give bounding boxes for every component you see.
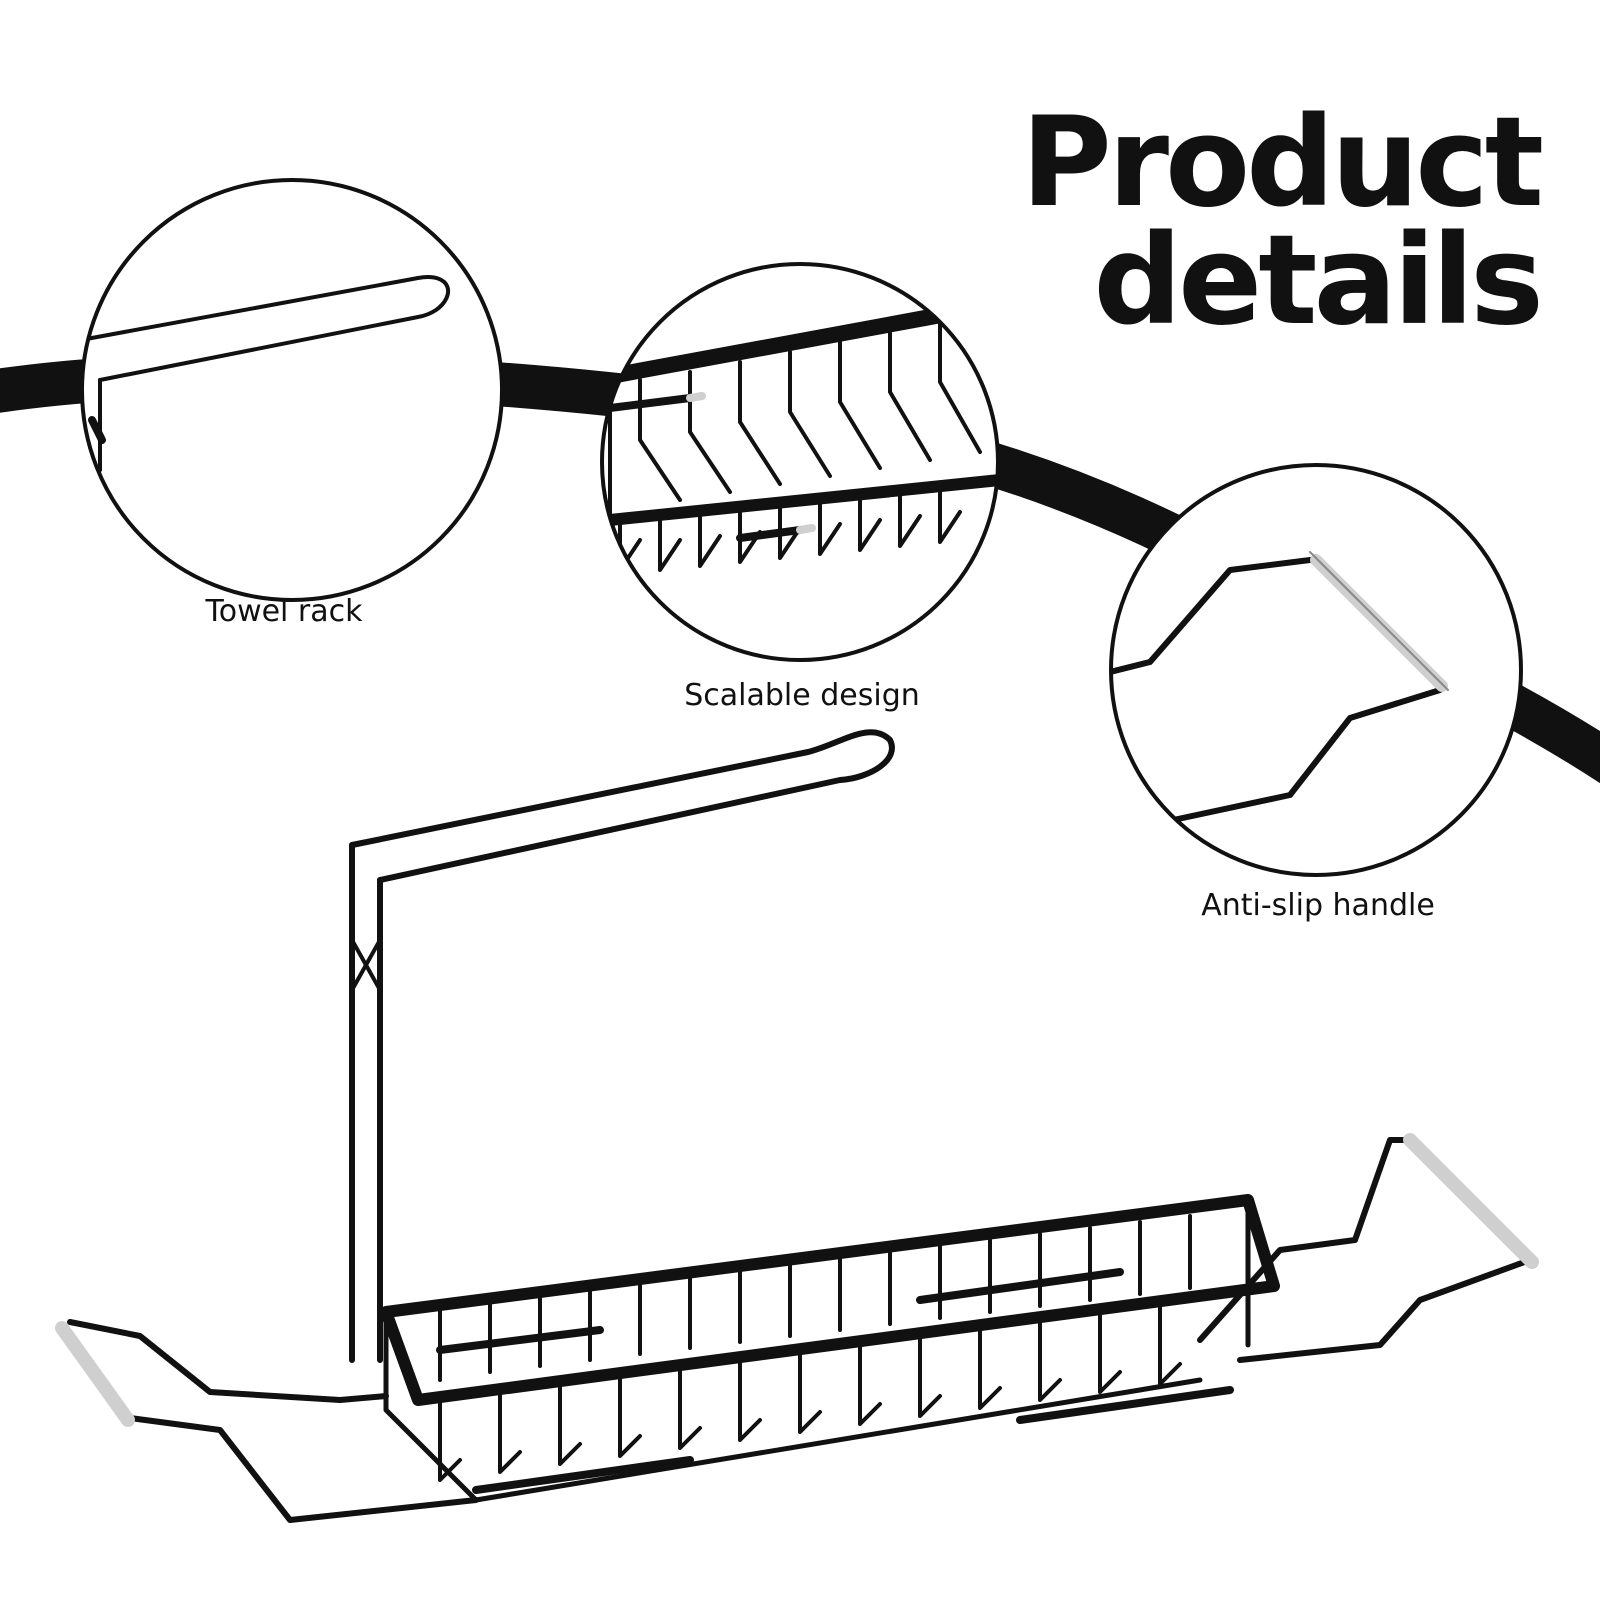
page-title-line-1: Product: [1020, 91, 1544, 236]
callout-anti-slip-handle: [1109, 463, 1523, 877]
scalable-basket-detail-icon: [602, 298, 998, 572]
towel-rack-detail-icon: [82, 275, 451, 382]
page-title-line-2: details: [1093, 208, 1544, 353]
towel-rack-label: Towel rack: [205, 594, 363, 629]
caddy-left-grip: [55, 1321, 135, 1427]
caddy-right-grip: [1403, 1133, 1539, 1269]
anti-slip-handle-label: Anti-slip handle: [1201, 888, 1435, 923]
page-title: Product details: [920, 91, 1544, 353]
callout-towel-rack: [80, 178, 504, 602]
scalable-design-label: Scalable design: [684, 678, 920, 713]
callout-scalable-design: [600, 262, 1000, 662]
bathtub-caddy: [55, 729, 1539, 1523]
